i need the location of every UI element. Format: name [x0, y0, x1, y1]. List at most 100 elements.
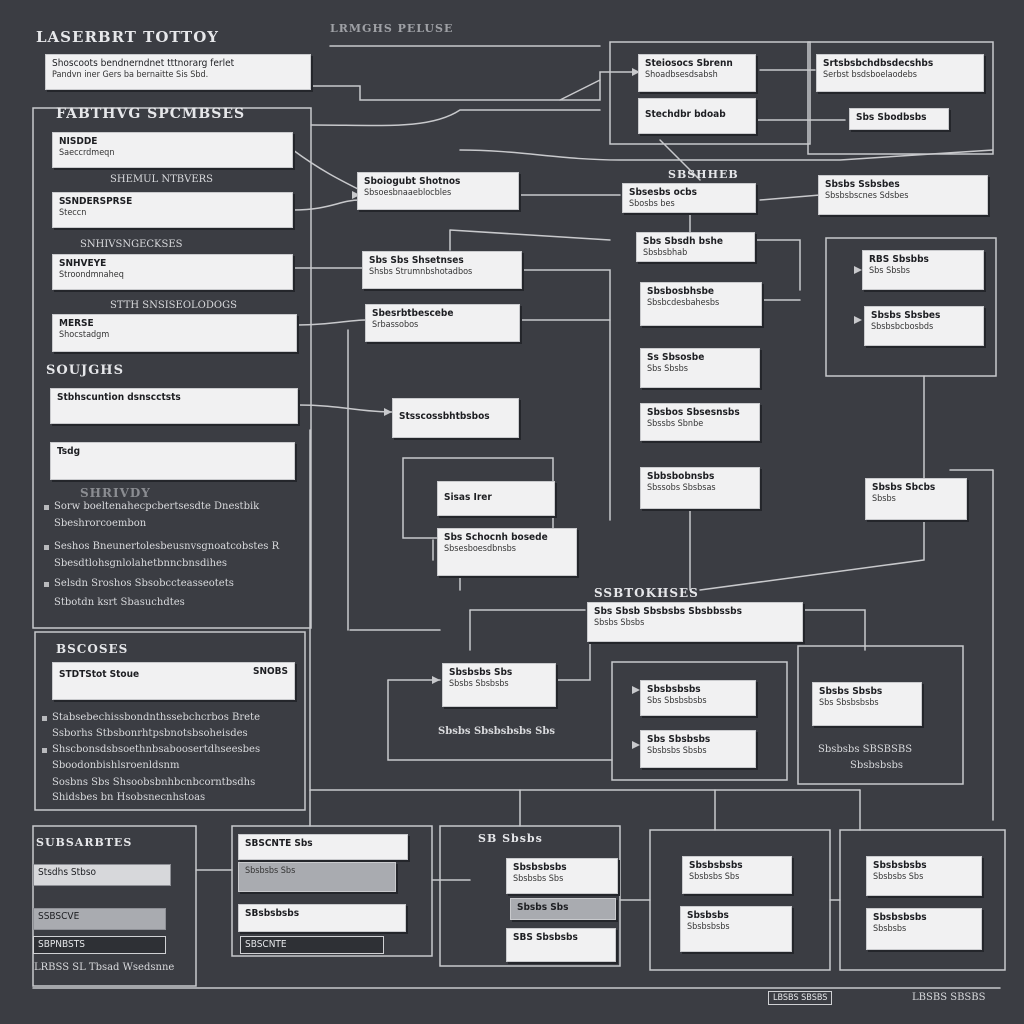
left-item-5[interactable]: Stbhscuntion dsnscctsts [50, 388, 298, 424]
left-lower-list-1: Stabsebechissbondnthssebchcrbos Brete [52, 712, 260, 723]
right-node-4-title: Sbsbs Sbcbs [872, 482, 936, 493]
left-lower-list-6: Shidsbes bn Hsobsnecnhstoas [52, 792, 206, 803]
bottom-left-row-1[interactable]: Stsdhs Stbso [33, 864, 171, 886]
bottom-group-3-node-1[interactable]: Sbsbsbsbs Sbsbsbs Sbs [682, 856, 792, 894]
mid-node-1-title: Sbsesbs ocbs [629, 187, 697, 198]
left-item-6[interactable]: Tsdg [50, 442, 295, 480]
bottom-group-4-node-1-sub: Sbsbsbs Sbs [873, 872, 924, 882]
center-node-5[interactable]: Sisas Irer [437, 481, 555, 516]
right-node-2-sub: Sbs Sbsbs [869, 266, 910, 276]
top-input-line2: Pandvn iner Gers ba bernaitte Sis Sbd. [52, 70, 209, 80]
left-item-4-title: MERSE [59, 318, 94, 329]
right-node-4[interactable]: Sbsbs Sbcbs Sbsbs [865, 478, 967, 520]
bottom-left-row-2[interactable]: SSBSCVE [33, 908, 166, 930]
mid-node-5[interactable]: Sbsbos Sbsesnsbs Sbssbs Sbnbe [640, 403, 760, 441]
top-right-node-4[interactable]: Sbs Sbodbsbs [849, 108, 949, 130]
right-node-1-title: Sbsbs Ssbsbes [825, 179, 900, 190]
bottom-group-1-node-1-title: SBSCNTE Sbs [245, 838, 313, 849]
top-right-node-2[interactable]: Stechdbr bdoab [638, 98, 756, 134]
bottom-group-2-node-3[interactable]: SBS Sbsbsbs [506, 928, 616, 962]
bullet-icon [42, 716, 47, 721]
bottom-group-4-node-1[interactable]: Sbsbsbsbs Sbsbsbs Sbs [866, 856, 982, 896]
left-lower-list-5: Sosbns Sbs Shsoobsbnhbcnbcorntbsdhs [52, 777, 256, 788]
bullet-icon [44, 505, 49, 510]
bottom-left-title: SUBSARBTES [36, 836, 133, 849]
top-right-node-3-sub: Serbst bsdsboelaodebs [823, 70, 918, 80]
left-lower-header-right: SNOBS [253, 666, 288, 677]
center-node-1[interactable]: Sboiogubt Shotnos Sbsoesbnaaeblocbles [357, 172, 519, 210]
center-node-3-sub: Srbassobos [372, 320, 419, 330]
top-right-node-3[interactable]: Srtsbsbchdbsdecshbs Serbst bsdsboelaodeb… [816, 54, 984, 92]
mid-node-2[interactable]: Sbs Sbsdh bshe Sbsbsbhab [636, 232, 755, 262]
bottom-group-4-node-1-title: Sbsbsbsbs [873, 860, 927, 871]
left-item-2-sub: Steccn [59, 208, 87, 218]
bottom-group-3-node-1-sub: Sbsbsbs Sbs [689, 872, 740, 882]
bottom-left-footer: LRBSS SL Tbsad Wsedsnne [34, 962, 175, 973]
bottom-group-1-header[interactable]: SBSCNTE [240, 936, 384, 954]
right-node-3[interactable]: Sbsbs Sbsbes Sbsbsbcbosbds [864, 306, 984, 346]
center-node-4[interactable]: Stsscossbhtbsbos [392, 398, 519, 438]
bottom-group-3-node-2[interactable]: Sbsbsbs Sbsbsbsbs [680, 906, 792, 952]
lower-right-node-1-sub: Sbs Sbsbsbsbs [819, 698, 879, 708]
left-lower-title: BSCOSES [56, 642, 129, 656]
lower-center-caption: Sbsbs Sbsbsbsbs Sbs [438, 726, 555, 737]
bottom-group-2-node-2[interactable]: Sbsbs Sbs [510, 898, 616, 920]
bottom-group-3-node-1-title: Sbsbsbsbs [689, 860, 743, 871]
right-node-2[interactable]: RBS Sbsbbs Sbs Sbsbs [862, 250, 984, 290]
right-node-1-sub: Sbsbsbscnes Sdsbes [825, 191, 909, 201]
mid-node-6[interactable]: Sbbsbobnsbs Sbssobs Sbsbsas [640, 467, 760, 509]
lower-mid-node-2-sub: Sbsbsbs Sbsbs [647, 746, 707, 756]
center-big-line1: Sbs Sbsb Sbsbsbs Sbsbbssbs [594, 606, 742, 617]
bottom-group-1-node-2[interactable]: SBsbsbsbs [238, 904, 406, 932]
left-lower-list-2: Ssborhs Stbsbonrhtpsbnotsbsoheisdes [52, 728, 248, 739]
left-item-2[interactable]: SSNDERSPRSE Steccn [52, 192, 293, 228]
mid-node-6-sub: Sbssobs Sbsbsas [647, 483, 716, 493]
left-item-4[interactable]: MERSE Shocstadgm [52, 314, 297, 352]
left-item-3[interactable]: SNHVEYE Stroondmnaheq [52, 254, 293, 290]
mid-node-3-sub: Sbsbcdesbahesbs [647, 298, 720, 308]
lower-right-caption: Sbsbsbs SBSBSBS [818, 744, 913, 755]
lower-right-node-1[interactable]: Sbsbs Sbsbs Sbs Sbsbsbsbs [812, 682, 922, 726]
mid-node-2-sub: Sbsbsbhab [643, 248, 688, 258]
center-node-2-title: Sbs Sbs Shsetnses [369, 255, 464, 266]
left-item-3-title: SNHVEYE [59, 258, 107, 269]
bottom-left-row-3[interactable]: SBPNBSTS [33, 936, 166, 954]
page-title: LASERBRT TOTTOY [36, 28, 219, 46]
bottom-group-4-node-2-title: Sbsbsbsbs [873, 912, 927, 923]
left-item-3-caption: STTH SNSISEOLODOGS [110, 300, 237, 311]
mid-node-3[interactable]: Sbsbosbhsbe Sbsbcdesbahesbs [640, 282, 762, 326]
bottom-group-1-node-2-title: SBsbsbsbs [245, 908, 300, 919]
lower-mid-node-2[interactable]: Sbs Sbsbsbs Sbsbsbs Sbsbs [640, 730, 756, 768]
right-node-1[interactable]: Sbsbs Ssbsbes Sbsbsbscnes Sdsbes [818, 175, 988, 215]
lower-right-caption2: Sbsbsbsbs [850, 760, 903, 771]
left-item-1-caption: SHEMUL NTBVERS [110, 174, 214, 185]
left-list-item-2: Sbeshrorcoembon [54, 518, 147, 529]
top-input-box[interactable]: Shoscoots bendnerndnet tttnorarg ferlet … [45, 54, 311, 90]
mid-node-4-title: Ss Sbsosbe [647, 352, 705, 363]
lower-right-node-1-title: Sbsbs Sbsbs [819, 686, 883, 697]
center-node-3[interactable]: Sbesrbtbescebe Srbassobos [365, 304, 520, 342]
bottom-group-1-node-1[interactable]: SBSCNTE Sbs [238, 834, 408, 860]
left-lower-header-box[interactable]: STDTStot Stoue SNOBS [52, 662, 295, 700]
top-right-node-1[interactable]: Steiosocs Sbrenn Shoadbsesdsabsh [638, 54, 756, 92]
bottom-group-4-node-2[interactable]: Sbsbsbsbs Sbsbsbs [866, 908, 982, 950]
footer-tag-1[interactable]: LBSBS SBSBS [768, 991, 833, 1005]
lower-mid-node-1[interactable]: Sbsbsbsbs Sbs Sbsbsbsbs [640, 680, 756, 716]
left-item-1[interactable]: NISDDE Saeccrdmeqn [52, 132, 293, 168]
center-big-node[interactable]: Sbs Sbsb Sbsbsbs Sbsbbssbs Sbsbs Sbsbs [587, 602, 803, 642]
mid-node-4[interactable]: Ss Sbsosbe Sbs Sbsbs [640, 348, 760, 388]
bottom-group-1-node-1-sub-box[interactable]: Sbsbsbs Sbs [238, 862, 396, 892]
lower-center-node-1[interactable]: Sbsbsbs Sbs Sbsbs Sbsbsbs [442, 663, 556, 707]
bottom-group-1-node-1-sub: Sbsbsbs Sbs [245, 866, 296, 876]
mid-node-2-title: Sbs Sbsdh bshe [643, 236, 723, 247]
center-node-2[interactable]: Sbs Sbs Shsetnses Shsbs Strumnbshotadbos [362, 251, 522, 289]
mid-node-1[interactable]: Sbsesbs ocbs Sbosbs bes [622, 183, 756, 213]
mid-node-3-title: Sbsbosbhsbe [647, 286, 715, 297]
bottom-group-2-header: SB Sbsbs [478, 832, 543, 845]
bottom-group-2-node-1[interactable]: Sbsbsbsbs Sbsbsbs Sbs [506, 858, 618, 894]
right-node-3-title: Sbsbs Sbsbes [871, 310, 941, 321]
left-list-item-5: Selsdn Sroshos Sbsobccteasseotets [54, 578, 234, 589]
center-node-6[interactable]: Sbs Schocnh bosede Sbsesboesdbnsbs [437, 528, 577, 576]
left-list-item-4: Sbesdtlohsgnlolahetbnncbnsdihes [54, 558, 228, 569]
bottom-group-2-node-1-title: Sbsbsbsbs [513, 862, 567, 873]
